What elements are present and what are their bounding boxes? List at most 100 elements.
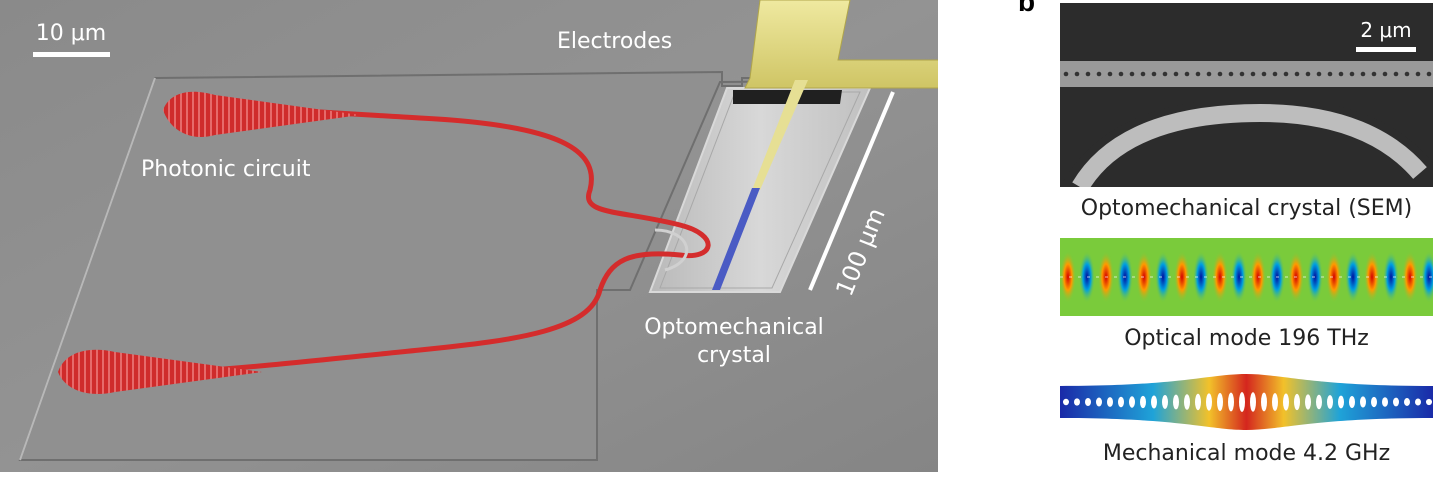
- crystal-beam: [712, 188, 760, 290]
- crystal-hole: [1294, 71, 1300, 77]
- crystal-hole: [1382, 71, 1388, 77]
- mechanical-hole: [1217, 392, 1223, 412]
- mechanical-hole: [1162, 395, 1168, 409]
- mechanical-hole: [1184, 394, 1190, 410]
- optical-field-lobe: [1193, 251, 1209, 303]
- crystal-hole: [1151, 71, 1157, 77]
- label-optomechanical-line1: Optomechanical: [644, 315, 824, 340]
- crystal-hole: [1272, 71, 1278, 77]
- crystal-hole: [1085, 71, 1091, 77]
- mechanical-hole: [1305, 394, 1311, 410]
- crystal-hole: [1129, 71, 1135, 77]
- crystal-hole: [1327, 71, 1333, 77]
- crystal-hole: [1184, 71, 1190, 77]
- crystal-hole: [1261, 71, 1267, 77]
- crystal-hole: [1063, 71, 1069, 77]
- optical-field-lobe: [1079, 251, 1095, 303]
- crystal-hole: [1228, 71, 1234, 77]
- optical-mode-image: [1060, 238, 1433, 316]
- caption-sem: Optomechanical crystal (SEM): [1080, 196, 1413, 221]
- optical-field-lobe: [1117, 251, 1133, 303]
- photonic-waveguide: [177, 102, 711, 375]
- optical-field-lobe: [1174, 251, 1190, 303]
- crystal-hole: [1195, 71, 1201, 77]
- mechanical-mode-image: [1060, 374, 1433, 430]
- length-bar-100um: [808, 91, 895, 291]
- optical-field-lobe: [1326, 251, 1342, 303]
- optical-field-lobe: [1231, 251, 1247, 303]
- crystal-hole: [1096, 71, 1102, 77]
- mechanical-hole: [1316, 394, 1322, 410]
- sem-image-device: 10 μm 100 μm Electrodes Photonic circuit…: [0, 0, 938, 472]
- mechanical-hole: [1371, 396, 1377, 408]
- crystal-hole: [1206, 71, 1212, 77]
- optical-field-lobe: [1250, 251, 1266, 303]
- crystal-hole: [1415, 71, 1421, 77]
- label-electrodes: Electrodes: [557, 29, 672, 54]
- crystal-hole: [1239, 71, 1245, 77]
- caption-optical: Optical mode 196 THz: [1124, 326, 1369, 351]
- mechanical-hole: [1140, 395, 1146, 409]
- mechanical-hole: [1063, 398, 1069, 406]
- crystal-hole: [1074, 71, 1080, 77]
- label-optomechanical-line2: crystal: [697, 343, 771, 368]
- optical-field-lobe: [1155, 251, 1171, 303]
- optical-field-lobe: [1098, 251, 1114, 303]
- crystal-hole: [1316, 71, 1322, 77]
- crystal-hole: [1283, 71, 1289, 77]
- crystal-hole: [1217, 71, 1223, 77]
- mechanical-hole: [1283, 393, 1289, 411]
- grating-coupler-bottom: [58, 349, 262, 394]
- mechanical-hole: [1272, 393, 1278, 411]
- optical-field-lobe: [1345, 251, 1361, 303]
- membrane-edge: [19, 77, 156, 461]
- crystal-hole: [1305, 71, 1311, 77]
- mechanical-hole: [1327, 395, 1333, 409]
- mechanical-hole: [1118, 396, 1124, 408]
- scale-bar-2um: [1356, 47, 1416, 52]
- mechanical-hole: [1250, 392, 1256, 412]
- mechanical-hole: [1349, 395, 1355, 409]
- mechanical-hole: [1393, 397, 1399, 407]
- mechanical-hole: [1426, 398, 1432, 406]
- crystal-hole: [1426, 71, 1432, 77]
- optical-field-lobe: [1136, 251, 1152, 303]
- crystal-hole: [1173, 71, 1179, 77]
- optical-field-lobe: [1383, 251, 1399, 303]
- electrode-lead: [752, 80, 808, 190]
- caption-mechanical: Mechanical mode 4.2 GHz: [1102, 441, 1391, 466]
- optical-field-lobe: [1269, 251, 1285, 303]
- optical-field-lobe: [1364, 251, 1380, 303]
- optical-field-lobe: [1212, 251, 1228, 303]
- electrode-pads: [744, 0, 938, 89]
- mechanical-hole: [1338, 395, 1344, 409]
- coupler-loop: [654, 228, 689, 272]
- crystal-hole: [1360, 71, 1366, 77]
- trench-dark-gap: [733, 90, 842, 104]
- crystal-hole: [1338, 71, 1344, 77]
- optical-field-lobe: [1288, 251, 1304, 303]
- mechanical-hole: [1228, 392, 1234, 412]
- membrane-outline: [18, 70, 938, 461]
- mechanical-hole: [1360, 396, 1366, 408]
- scale-bar-10um: [33, 52, 110, 57]
- crystal-hole: [1107, 71, 1113, 77]
- mechanical-hole: [1294, 393, 1300, 411]
- crystal-hole: [1140, 71, 1146, 77]
- crystal-hole: [1349, 71, 1355, 77]
- mechanical-hole: [1382, 397, 1388, 407]
- crystal-hole: [1371, 71, 1377, 77]
- mechanical-hole: [1096, 397, 1102, 407]
- scale-bar-label-2um: 2 μm: [1360, 18, 1411, 42]
- mechanical-hole: [1195, 393, 1201, 411]
- crystal-hole: [1250, 71, 1256, 77]
- mechanical-hole: [1085, 397, 1091, 407]
- mechanical-hole: [1239, 392, 1245, 412]
- mechanical-hole: [1261, 392, 1267, 412]
- optical-field-lobe: [1307, 251, 1323, 303]
- optical-field-lobe: [1060, 251, 1076, 303]
- mechanical-hole: [1206, 393, 1212, 411]
- grating-coupler-top: [163, 91, 360, 138]
- panel-letter-b: b: [1018, 0, 1036, 17]
- sem-image-crystal: 2 μm: [1060, 3, 1433, 187]
